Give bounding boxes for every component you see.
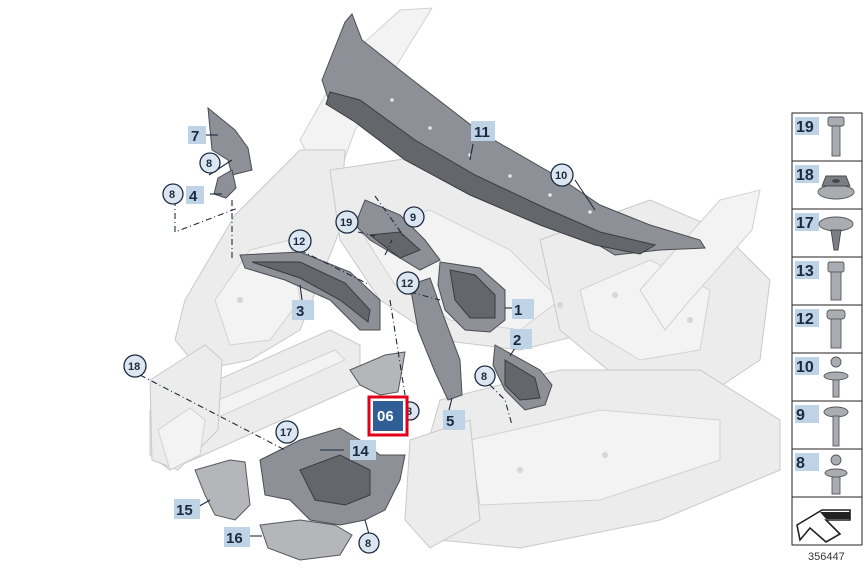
svg-text:14: 14 — [352, 443, 369, 460]
reference-number: 356447 — [808, 551, 845, 563]
svg-text:06: 06 — [377, 408, 394, 425]
callout-2[interactable]: 2 — [510, 329, 532, 349]
highlight-callout-06[interactable]: 06 — [367, 395, 409, 437]
svg-text:19: 19 — [340, 217, 352, 229]
fastener-10[interactable]: 10 — [795, 356, 849, 398]
svg-text:9: 9 — [410, 212, 416, 224]
panel-symbol-icon — [796, 509, 851, 543]
callout-12-a[interactable]: 12 — [288, 229, 312, 253]
fastener-9[interactable]: 9 — [795, 405, 849, 447]
svg-text:17: 17 — [796, 215, 814, 232]
svg-text:8: 8 — [481, 371, 487, 383]
callout-8-d[interactable]: 8 — [358, 532, 380, 554]
svg-text:8: 8 — [169, 189, 175, 201]
svg-text:3: 3 — [406, 406, 412, 418]
cover-15 — [194, 459, 251, 521]
fastener-8[interactable]: 8 — [795, 453, 848, 495]
bracket-7 — [207, 106, 253, 176]
callout-14[interactable]: 14 — [350, 440, 376, 460]
callout-3[interactable]: 3 — [292, 300, 314, 320]
svg-text:15: 15 — [176, 502, 193, 519]
panel-16 — [259, 519, 353, 561]
callout-16[interactable]: 16 — [224, 527, 250, 547]
svg-text:17: 17 — [280, 427, 292, 439]
bracket-4 — [213, 169, 237, 199]
svg-text:8: 8 — [796, 455, 805, 472]
svg-text:10: 10 — [796, 359, 814, 376]
svg-text:12: 12 — [796, 311, 814, 328]
body-structure-ghost — [149, 7, 781, 549]
svg-text:7: 7 — [191, 128, 199, 145]
callout-5[interactable]: 5 — [443, 410, 465, 430]
svg-text:12: 12 — [293, 236, 305, 248]
svg-text:16: 16 — [226, 530, 243, 547]
svg-text:2: 2 — [513, 332, 521, 349]
svg-text:18: 18 — [128, 361, 140, 373]
callout-4[interactable]: 4 — [186, 186, 204, 205]
strut-5 — [409, 277, 463, 401]
shield-6 — [349, 351, 406, 396]
svg-text:10: 10 — [555, 170, 567, 182]
svg-text:13: 13 — [796, 263, 814, 280]
svg-text:12: 12 — [401, 278, 413, 290]
svg-text:18: 18 — [796, 167, 814, 184]
leader-lines — [139, 134, 596, 537]
svg-text:5: 5 — [446, 413, 454, 430]
fastener-18[interactable]: 18 — [795, 165, 855, 200]
svg-text:8: 8 — [365, 538, 371, 550]
callout-9[interactable]: 9 — [403, 206, 425, 228]
callout-8-b[interactable]: 8 — [162, 183, 184, 205]
svg-text:19: 19 — [796, 119, 814, 136]
callout-11[interactable]: 11 — [471, 121, 495, 141]
callout-10[interactable]: 10 — [550, 163, 574, 187]
svg-text:11: 11 — [474, 124, 490, 141]
callout-1[interactable]: 1 — [512, 299, 534, 319]
fastener-19[interactable]: 19 — [795, 116, 845, 157]
callout-7[interactable]: 7 — [188, 126, 206, 145]
parts — [194, 13, 706, 561]
callout-19[interactable]: 19 — [335, 210, 359, 234]
fastener-legend: 19 18 17 13 12 — [791, 112, 863, 546]
callout-18[interactable]: 18 — [123, 354, 147, 378]
fastener-12[interactable]: 12 — [795, 309, 846, 349]
callout-12-b[interactable]: 12 — [396, 271, 420, 295]
callout-15[interactable]: 15 — [174, 499, 200, 519]
svg-text:1: 1 — [514, 302, 522, 319]
fastener-17[interactable]: 17 — [795, 213, 854, 251]
svg-text:9: 9 — [796, 407, 805, 424]
fastener-13[interactable]: 13 — [795, 261, 845, 301]
svg-text:3: 3 — [296, 303, 304, 320]
svg-text:8: 8 — [206, 158, 212, 170]
callout-8-a[interactable]: 8 — [199, 152, 221, 174]
svg-text:4: 4 — [189, 188, 198, 205]
callout-17[interactable]: 17 — [275, 420, 299, 444]
callouts: 7 4 11 3 1 2 5 14 15 16 8 8 10 19 9 12 1… — [123, 121, 574, 554]
callout-8-c[interactable]: 8 — [474, 365, 496, 387]
